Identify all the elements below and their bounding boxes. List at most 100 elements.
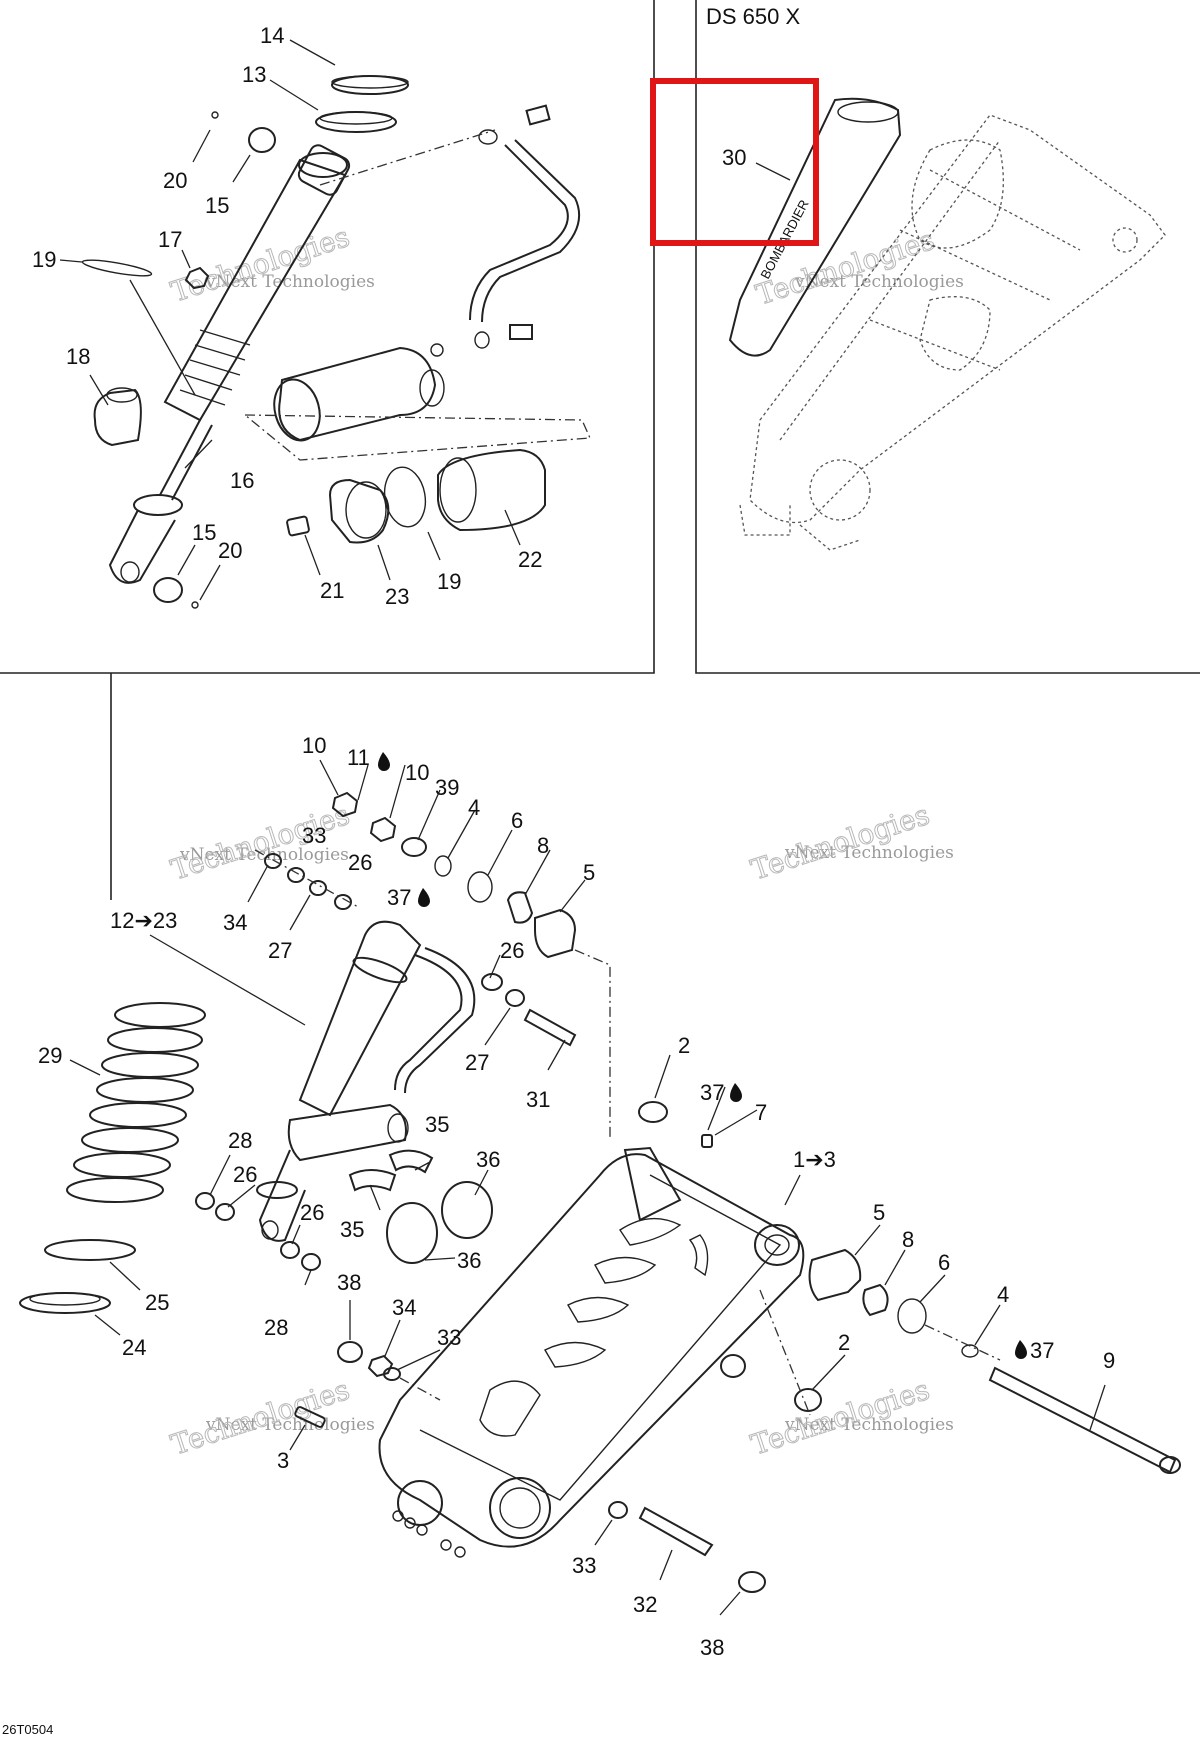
bushing-5 [534,908,577,959]
callout-24: 24 [122,1335,146,1360]
shock-absorber [298,920,422,1117]
leader-lines [59,39,1106,1616]
callout-31: 31 [526,1087,550,1112]
watermark: vNext Technologies Technologies vNext Te… [166,220,964,1463]
callout-21: 21 [320,578,344,603]
callout-37: 37 [1030,1338,1054,1363]
cap-2-top [638,1101,668,1123]
callout-8: 8 [902,1227,914,1252]
callout-33: 33 [572,1553,596,1578]
cap-2-right [794,1388,822,1412]
bushing-35b [388,1149,434,1174]
callout-28: 28 [228,1128,252,1153]
svg-text:vNext Technologies: vNext Technologies [784,1415,954,1435]
swing-arm-assembly [19,791,1181,1593]
callout-16: 16 [230,468,254,493]
callout-13: 13 [242,62,266,87]
reservoir-lower [287,1103,407,1162]
callout-28: 28 [264,1315,288,1340]
svg-text:vNext Technologies: vNext Technologies [794,272,964,292]
callout-2: 2 [678,1033,690,1058]
callout-33: 33 [302,823,326,848]
callout-39: 39 [435,775,459,800]
callout-5: 5 [873,1200,885,1225]
clamp-36b [441,1181,493,1239]
callout-6: 6 [938,1250,950,1275]
svg-text:vNext Technologies: vNext Technologies [205,272,375,292]
cover-30 [728,97,902,357]
callout-25: 25 [145,1290,169,1315]
bearing-8 [506,891,534,924]
grease-drop-icon [378,752,390,771]
callout-30: 30 [722,145,746,170]
callout-20: 20 [163,168,187,193]
spring-seat-25 [44,1239,136,1261]
callout-36: 36 [476,1147,500,1172]
grease-drop-icon [1015,1340,1027,1359]
hose [469,144,569,321]
axle-9 [988,1366,1177,1474]
callout-35: 35 [425,1112,449,1137]
callouts: 14 13 20 15 17 19 18 16 15 20 21 23 19 2… [2,23,1115,1737]
svg-text:vNext Technologies: vNext Technologies [784,843,954,863]
callout-27: 27 [268,938,292,963]
callout-1-3: 1➔3 [793,1147,836,1172]
callout-15: 15 [205,193,229,218]
ring-14 [331,75,409,95]
callout-37: 37 [700,1080,724,1105]
callout-22: 22 [518,547,542,572]
bushing-35a [348,1169,397,1192]
callout-3: 3 [277,1448,289,1473]
callout-33: 33 [437,1325,461,1350]
callout-34: 34 [223,910,247,935]
callout-18: 18 [66,344,90,369]
nut-10 [331,791,359,818]
bump-stop-18 [93,388,142,447]
shock-absorber-assembly [81,75,591,609]
o-ring-19 [383,466,427,528]
clamp-36a [386,1202,438,1264]
detail-title: DS 650 X [706,4,800,29]
callout-4: 4 [468,795,480,820]
callout-7: 7 [755,1100,767,1125]
callout-36: 36 [457,1248,481,1273]
callout-19: 19 [437,569,461,594]
callout-12-23: 12➔23 [110,908,177,933]
callout-38: 38 [337,1270,361,1295]
sleeve-22 [437,448,546,532]
callout-26: 26 [300,1200,324,1225]
grease-drop-icon [730,1083,742,1102]
bolt-31 [523,1008,577,1047]
callout-34: 34 [392,1295,416,1320]
callout-29: 29 [38,1043,62,1068]
bearing-8-right [862,1283,889,1317]
callout-32: 32 [633,1592,657,1617]
callout-19: 19 [32,247,56,272]
callout-26: 26 [348,850,372,875]
callout-6: 6 [511,808,523,833]
svg-text:vNext Technologies: vNext Technologies [205,1415,375,1435]
callout-4: 4 [997,1282,1009,1307]
highlight-box [650,78,819,246]
callout-17: 17 [158,227,182,252]
drawing-code: 26T0504 [2,1722,53,1737]
callout-23: 23 [385,584,409,609]
spring-29 [66,1002,206,1203]
callout-14: 14 [260,23,284,48]
callout-10: 10 [302,733,326,758]
panel-frames [0,0,1200,900]
callout-8: 8 [537,833,549,858]
callout-38: 38 [700,1635,724,1660]
callout-5: 5 [583,860,595,885]
bolt-32 [638,1506,714,1557]
callout-26: 26 [500,938,524,963]
callout-37: 37 [387,885,411,910]
callout-10: 10 [405,760,429,785]
plug-38 [738,1571,766,1593]
callout-11: 11 [347,745,370,770]
reservoir [278,346,437,442]
callout-20: 20 [218,538,242,563]
bushing-15-top [248,127,276,153]
callout-15: 15 [192,520,216,545]
grease-drop-icon [418,888,430,907]
